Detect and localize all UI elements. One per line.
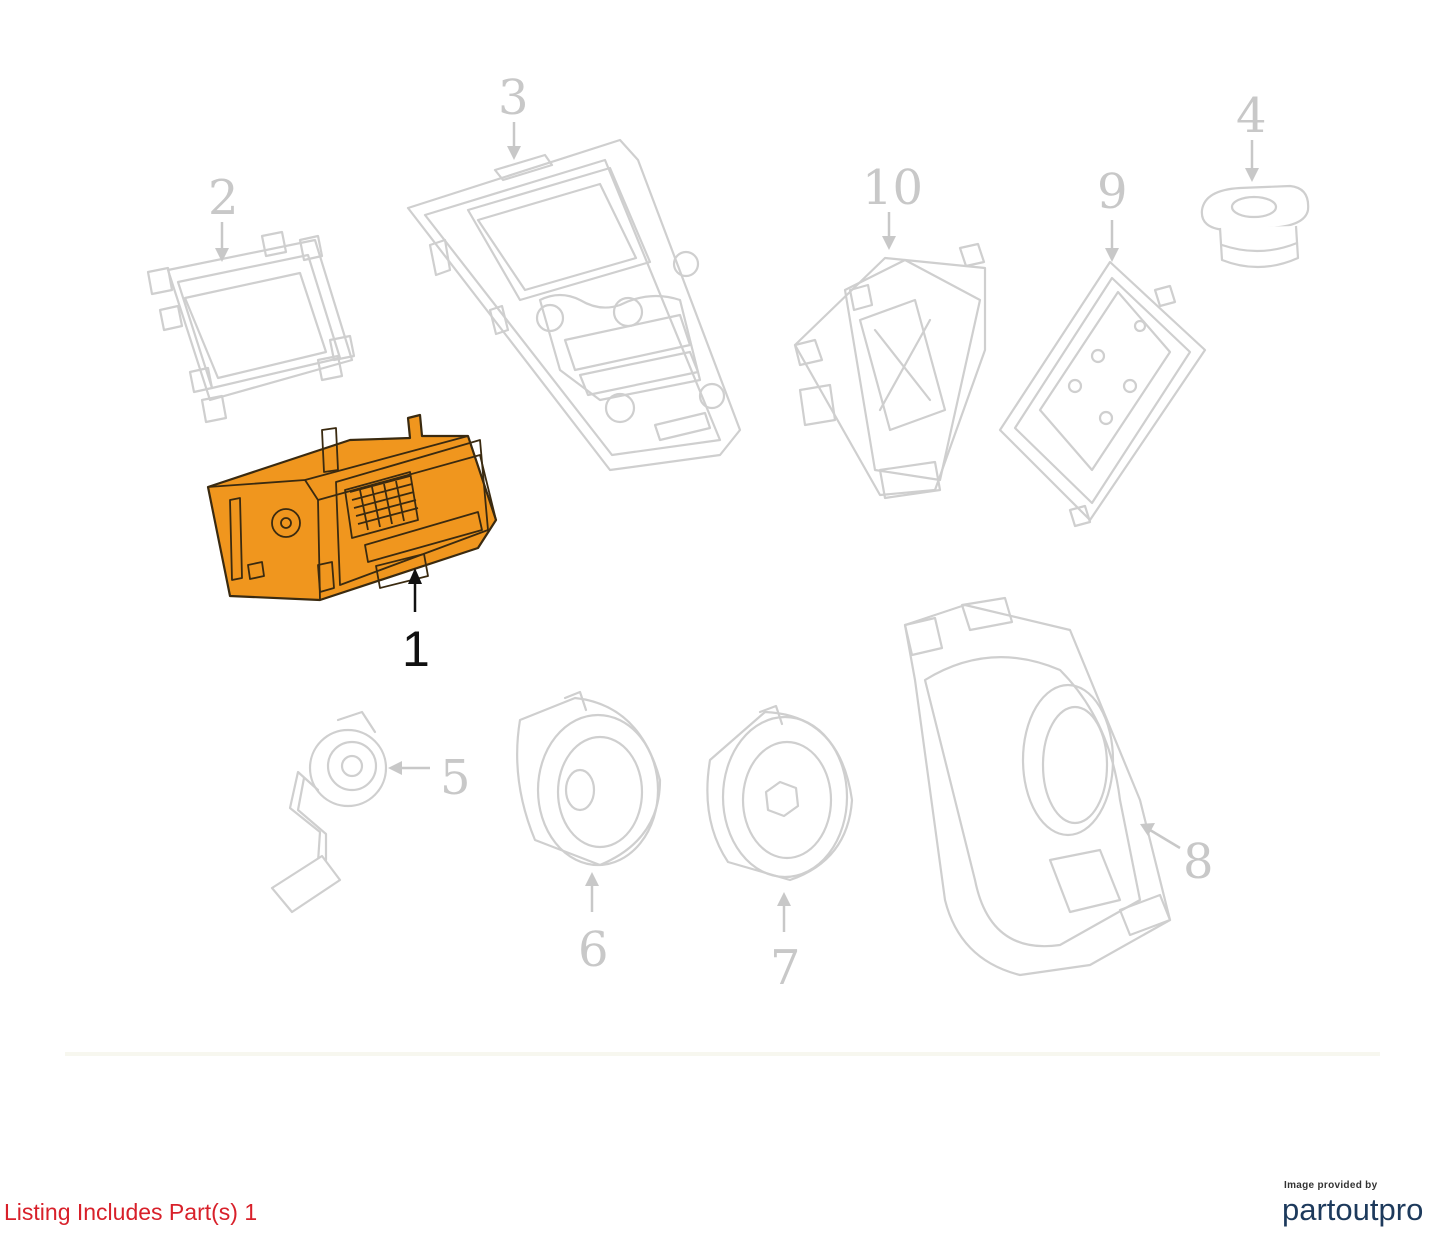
part-1-radio-receiver bbox=[206, 413, 498, 602]
callout-2: 2 bbox=[208, 170, 239, 226]
callout-4: 4 bbox=[1236, 88, 1267, 144]
callout-arrow-1 bbox=[408, 568, 422, 612]
callout-10: 10 bbox=[862, 160, 923, 216]
part-9-control-module bbox=[998, 260, 1207, 528]
callout-labels: 1 2 3 4 5 6 7 8 9 10 bbox=[208, 70, 1267, 996]
part-6-speaker bbox=[516, 690, 662, 867]
callout-9: 9 bbox=[1097, 164, 1128, 220]
part-10-module-bracket bbox=[793, 242, 987, 500]
brand-block: Image provided by partoutpro bbox=[1282, 1180, 1432, 1227]
part-8-subwoofer bbox=[903, 596, 1172, 977]
part-5-speaker-harness bbox=[270, 710, 388, 914]
callout-1: 1 bbox=[402, 621, 430, 677]
callout-3: 3 bbox=[498, 70, 529, 126]
callout-8: 8 bbox=[1183, 834, 1214, 890]
part-1-grille bbox=[349, 475, 419, 531]
part-4-tweeter bbox=[1200, 184, 1310, 269]
brand-credit: Image provided by bbox=[1284, 1180, 1378, 1191]
partoutpro-logo: partoutpro bbox=[1282, 1192, 1424, 1227]
listing-caption: Listing Includes Part(s) 1 bbox=[4, 1199, 258, 1225]
part-3-console-bezel bbox=[406, 138, 742, 472]
callout-6: 6 bbox=[578, 922, 609, 978]
footer-divider bbox=[65, 1052, 1380, 1056]
callout-5: 5 bbox=[440, 750, 471, 806]
callout-7: 7 bbox=[770, 940, 801, 996]
part-2-display bbox=[146, 230, 356, 424]
part-7-speaker bbox=[706, 704, 854, 882]
callout-arrows bbox=[215, 122, 1259, 932]
